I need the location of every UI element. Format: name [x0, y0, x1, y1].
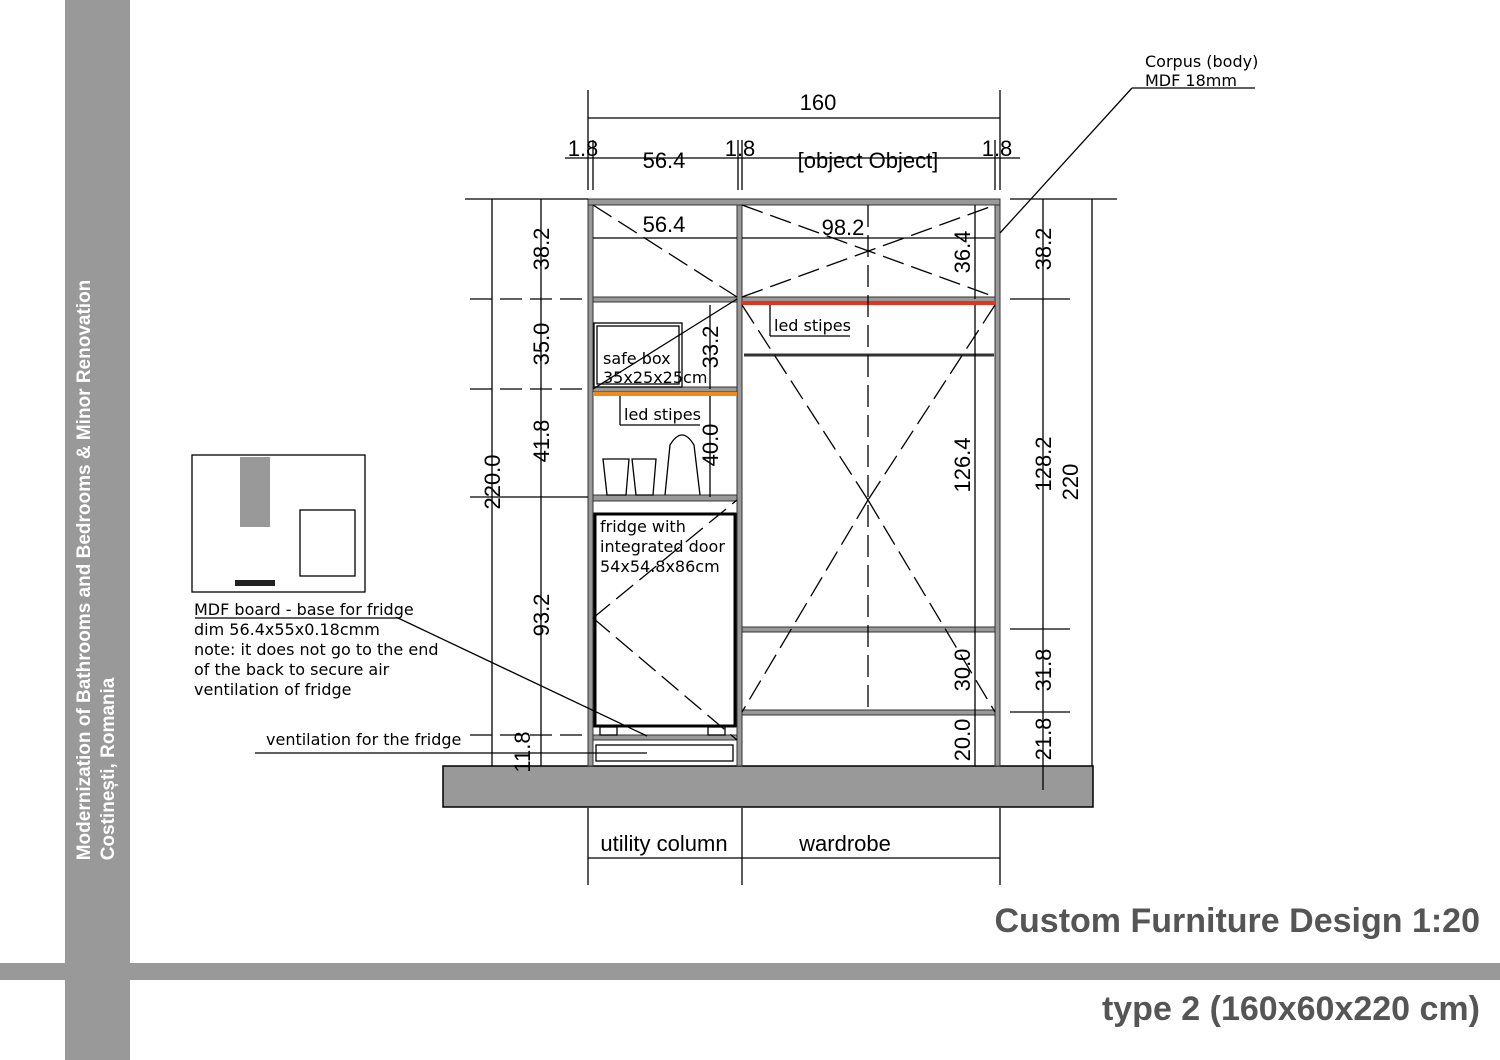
safe-box	[593, 322, 683, 388]
dim-right-inner: [object Object]	[798, 148, 939, 173]
inset-panel	[240, 457, 270, 527]
dim-glass-height: 40.0	[698, 424, 723, 467]
dim-left-inner: 56.4	[643, 148, 686, 173]
corpus-label: Corpus (body)	[1145, 52, 1258, 71]
dim-top-right: 36.4	[950, 231, 975, 274]
dim-right-s2: 128.2	[1031, 436, 1056, 491]
right-side-panel	[994, 198, 1001, 767]
dim-right-total: 220	[1058, 464, 1083, 501]
left-side-panel	[587, 198, 594, 767]
dim-right-s1: 38.2	[1031, 228, 1056, 271]
corpus-material: MDF 18mm	[1145, 71, 1237, 90]
dim-panel: 1.8	[982, 136, 1013, 161]
shelf	[592, 494, 738, 502]
fridge-label-2: integrated door	[600, 537, 725, 556]
dim-hang: 126.4	[950, 437, 975, 492]
dim-right-s4: 21.8	[1031, 718, 1056, 761]
ventilation-label: ventilation for the fridge	[266, 730, 461, 749]
inset-fridge	[299, 509, 356, 577]
door-line	[592, 298, 738, 390]
dim-left-s1: 38.2	[529, 228, 554, 271]
dim-right-s3: 31.8	[1031, 649, 1056, 692]
dim-total-width: 160	[800, 90, 837, 115]
top-panel	[587, 198, 1001, 206]
safe-box-inner	[596, 325, 680, 385]
wardrobe-label: wardrobe	[798, 831, 891, 856]
led-label-right: led stipes	[774, 316, 851, 335]
mdf-note: dim 56.4x55x0.18cmm	[194, 620, 380, 639]
dim-panel: 1.8	[568, 136, 599, 161]
fridge-label: fridge with	[600, 517, 686, 536]
mdf-note: note: it does not go to the end	[194, 640, 439, 659]
safe-label: safe box	[603, 349, 671, 368]
fridge-base-board	[592, 734, 738, 741]
safe-size: 35x25x25cm	[603, 368, 707, 387]
mdf-note: of the back to secure air	[194, 660, 390, 679]
sidebar-strip	[65, 0, 130, 1060]
fridge	[593, 512, 737, 728]
shelf	[592, 296, 738, 303]
dim-left-s3: 41.8	[529, 420, 554, 463]
floor-base	[442, 765, 1094, 808]
mdf-note: ventilation of fridge	[194, 680, 351, 699]
dim-left-total: 220.0	[480, 454, 505, 509]
utility-column-label: utility column	[600, 831, 727, 856]
inset-base	[235, 580, 275, 586]
dim-panel: 1.8	[725, 136, 756, 161]
fridge-size: 54x54.8x86cm	[600, 557, 720, 576]
glasses-icon	[602, 434, 701, 496]
middle-divider	[736, 198, 743, 767]
title-band	[0, 963, 1500, 980]
dim-left-s4: 93.2	[529, 594, 554, 637]
dim-safe-height: 33.2	[698, 326, 723, 369]
sheet-title: Custom Furniture Design 1:20	[994, 902, 1480, 940]
dimension-lines	[195, 87, 1255, 885]
door-lines	[592, 204, 996, 741]
dim-inner-left: 56.4	[643, 212, 686, 237]
fridge-foot	[599, 726, 618, 736]
shelf	[592, 386, 738, 393]
dim-low: 30.0	[950, 649, 975, 692]
fridge-install-image	[191, 454, 366, 593]
dim-left-s2: 35.0	[529, 323, 554, 366]
dim-inner-right: 98.2	[822, 215, 865, 240]
sheet-subtitle: type 2 (160x60x220 cm)	[1101, 990, 1480, 1028]
mdf-note: MDF board - base for fridge	[194, 600, 414, 619]
dim-base: 20.0	[950, 719, 975, 762]
shelf	[741, 709, 996, 716]
led-label-left: led stipes	[624, 405, 701, 424]
fridge-foot	[707, 726, 726, 736]
dim-left-s5: 11.8	[510, 731, 535, 772]
led-strip-left	[593, 392, 737, 396]
